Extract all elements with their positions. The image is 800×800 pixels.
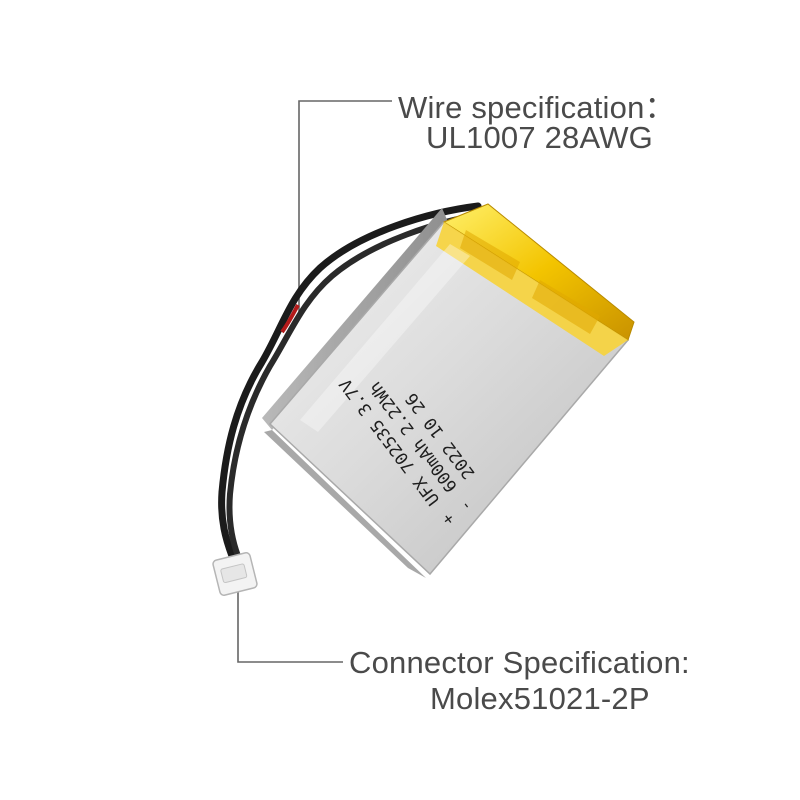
wire-leader-line (298, 100, 392, 318)
wire-spec-value: UL1007 28AWG (426, 120, 653, 155)
battery-cell (262, 203, 635, 578)
wire-spec-title: Wire specification： (398, 90, 676, 125)
connector-spec-value: Molex51021-2P (430, 681, 650, 716)
connector-plug (212, 552, 258, 596)
wire-lead (218, 202, 489, 560)
connector-leader-line (237, 590, 343, 663)
connector-spec-title: Connector Specification: (349, 645, 690, 680)
